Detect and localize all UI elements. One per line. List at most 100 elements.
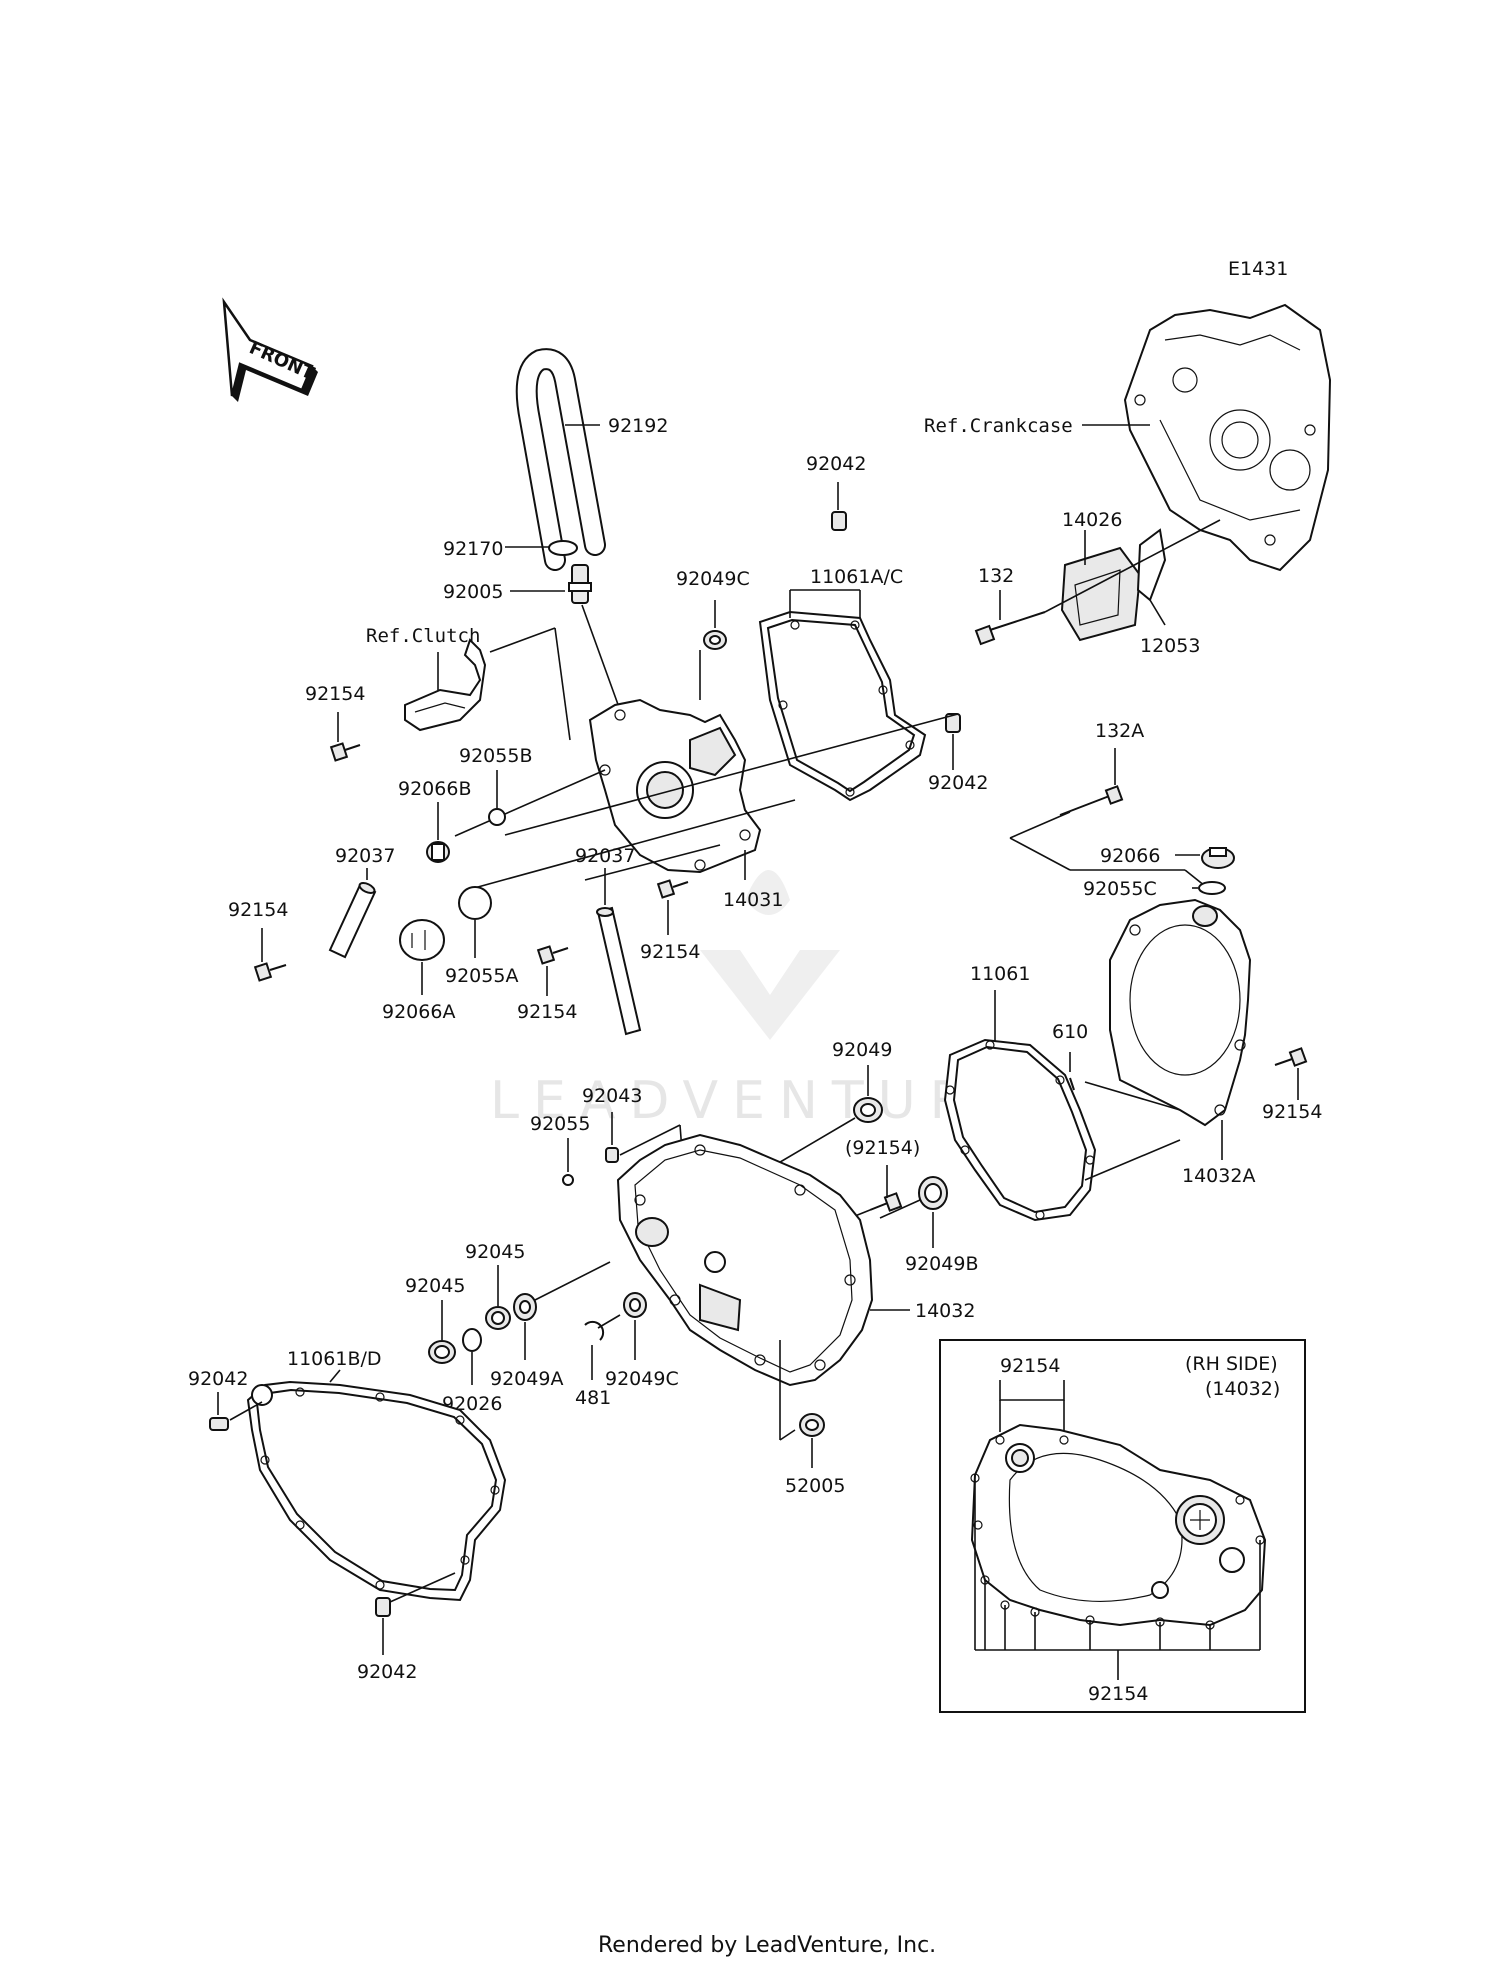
part-481-circlip bbox=[584, 1320, 605, 1341]
part-92055A-oring bbox=[458, 886, 492, 920]
label-11061BD: 11061B/D bbox=[287, 1348, 382, 1370]
part-92154-bolt-mid bbox=[656, 879, 689, 899]
label-92154-low: 92154 bbox=[517, 1001, 577, 1023]
crankcase-ref-illustration bbox=[1123, 303, 1332, 572]
label-481: 481 bbox=[575, 1387, 611, 1409]
part-92049A-seal bbox=[513, 1293, 537, 1321]
label-92049B: 92049B bbox=[905, 1253, 978, 1275]
part-92005-fitting bbox=[568, 564, 592, 604]
part-92066A-plug bbox=[399, 919, 445, 961]
label-92049A: 92049A bbox=[490, 1368, 563, 1390]
part-610-pin bbox=[1069, 1077, 1075, 1091]
label-14032: 14032 bbox=[915, 1300, 975, 1322]
part-11061AC-gasket bbox=[758, 610, 927, 802]
label-92037-left: 92037 bbox=[335, 845, 395, 867]
part-92037-filter-left bbox=[328, 882, 377, 959]
label-52005: 52005 bbox=[785, 1475, 845, 1497]
part-92170-clamp bbox=[548, 540, 578, 556]
label-92154-right: 92154 bbox=[1262, 1101, 1322, 1123]
inset-top-label: 92154 bbox=[1000, 1355, 1060, 1377]
part-92037-filter-mid bbox=[596, 906, 642, 1036]
label-14026: 14026 bbox=[1062, 509, 1122, 531]
part-92043-dowel bbox=[605, 1147, 619, 1163]
part-92154-bolt-low bbox=[536, 945, 569, 965]
label-92055A: 92055A bbox=[445, 965, 518, 987]
label-92066A: 92066A bbox=[382, 1001, 455, 1023]
label-92170: 92170 bbox=[443, 538, 503, 560]
label-92042-left: 92042 bbox=[188, 1368, 248, 1390]
part-92154-bolt-right bbox=[1274, 1047, 1308, 1067]
part-92154-bolt-paren bbox=[869, 1192, 903, 1212]
label-92154-clutch: 92154 bbox=[305, 683, 365, 705]
label-92042-mid: 92042 bbox=[928, 772, 988, 794]
part-92049C-seal-top bbox=[703, 630, 727, 650]
part-92042-dowel-mid bbox=[945, 713, 961, 733]
ref-crankcase-label: Ref.Crankcase bbox=[924, 415, 1073, 437]
label-132: 132 bbox=[978, 565, 1014, 587]
label-12053: 12053 bbox=[1140, 635, 1200, 657]
label-92005: 92005 bbox=[443, 581, 503, 603]
part-14032-right-cover bbox=[616, 1133, 874, 1387]
label-92042-top: 92042 bbox=[806, 453, 866, 475]
part-92045-seal-a bbox=[428, 1340, 456, 1364]
part-14026-bracket bbox=[1060, 546, 1142, 642]
part-132-bolt bbox=[974, 611, 1046, 646]
part-92154-bolt-clutch bbox=[329, 742, 361, 762]
part-92049-seal bbox=[853, 1097, 883, 1123]
part-92042-dowel-bottom bbox=[375, 1597, 391, 1617]
part-11061BD-gasket bbox=[246, 1380, 507, 1602]
label-92055: 92055 bbox=[530, 1113, 590, 1135]
label-14032A: 14032A bbox=[1182, 1165, 1255, 1187]
label-92066: 92066 bbox=[1100, 845, 1160, 867]
rh-side-inset: (RH SIDE) (14032) 92154 92154 bbox=[939, 1339, 1306, 1713]
part-92066B-plug bbox=[426, 841, 450, 863]
part-132A-bolt bbox=[1059, 785, 1124, 816]
front-arrow-icon: FRONT bbox=[222, 297, 318, 402]
watermark-text: LEADVENTURE bbox=[490, 1071, 1027, 1131]
watermark: LEADVENTURE bbox=[490, 870, 1027, 1131]
label-92045-a: 92045 bbox=[405, 1275, 465, 1297]
part-14031-cover bbox=[588, 698, 762, 874]
part-92042-dowel-left bbox=[209, 1417, 229, 1431]
part-92026-spacer bbox=[462, 1328, 482, 1352]
label-92042-bottom: 92042 bbox=[357, 1661, 417, 1683]
part-12053-plate bbox=[1136, 528, 1167, 602]
inset-bottom-label: 92154 bbox=[1088, 1683, 1148, 1705]
part-92049C-seal-low bbox=[623, 1292, 647, 1318]
part-14032A-clutch-cover bbox=[1109, 898, 1252, 1127]
label-14031: 14031 bbox=[723, 889, 783, 911]
label-92055B: 92055B bbox=[459, 745, 532, 767]
label-132A: 132A bbox=[1095, 720, 1144, 742]
label-92043: 92043 bbox=[582, 1085, 642, 1107]
label-92192: 92192 bbox=[608, 415, 668, 437]
part-92055C-oring bbox=[1198, 881, 1226, 895]
label-92154-left: 92154 bbox=[228, 899, 288, 921]
footer-credit: Rendered by LeadVenture, Inc. bbox=[598, 1933, 936, 1958]
label-92049: 92049 bbox=[832, 1039, 892, 1061]
clutch-ref-illustration bbox=[404, 638, 487, 732]
ref-clutch-label: Ref.Clutch bbox=[366, 625, 480, 647]
label-11061AC: 11061A/C bbox=[810, 566, 903, 588]
label-92045-b: 92045 bbox=[465, 1241, 525, 1263]
part-52005-seal bbox=[799, 1413, 825, 1437]
label-92037-mid: 92037 bbox=[575, 845, 635, 867]
label-92154-paren: (92154) bbox=[845, 1137, 920, 1159]
diagram-id: E1431 bbox=[1228, 258, 1288, 280]
inset-title-line1: (RH SIDE) bbox=[1185, 1353, 1278, 1375]
part-92055-oring bbox=[562, 1174, 574, 1186]
part-11061-gasket bbox=[943, 1038, 1097, 1222]
part-92042-dowel-top bbox=[831, 511, 847, 531]
label-92066B: 92066B bbox=[398, 778, 471, 800]
label-610: 610 bbox=[1052, 1021, 1088, 1043]
inset-title-line2: (14032) bbox=[1205, 1378, 1280, 1400]
part-92045-seal-b bbox=[485, 1306, 511, 1330]
part-92192-hose bbox=[515, 348, 606, 571]
label-92049C-low: 92049C bbox=[605, 1368, 679, 1390]
part-92154-bolt-left bbox=[253, 962, 287, 982]
label-11061: 11061 bbox=[970, 963, 1030, 985]
label-92049C-top: 92049C bbox=[676, 568, 750, 590]
part-92055B-oring bbox=[488, 808, 506, 826]
part-92049B-seal bbox=[918, 1176, 948, 1210]
label-92055C: 92055C bbox=[1083, 878, 1157, 900]
